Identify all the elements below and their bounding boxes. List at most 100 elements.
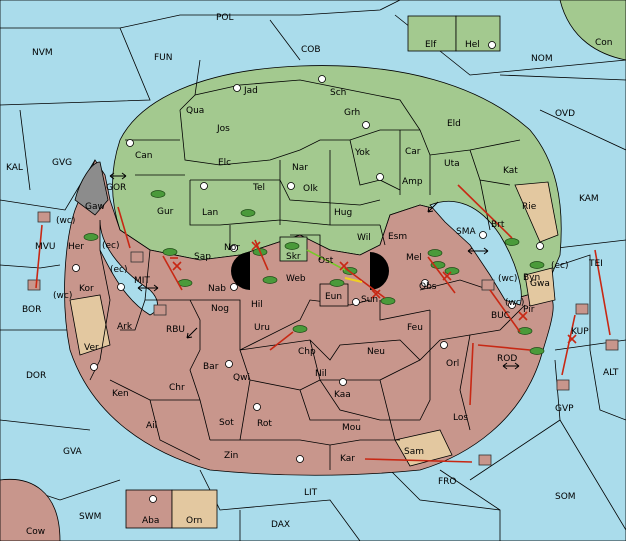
province-label: Gur bbox=[157, 207, 174, 217]
army-unit[interactable] bbox=[240, 209, 256, 217]
army-unit[interactable] bbox=[162, 248, 178, 256]
coast-tag: (wc) bbox=[53, 291, 72, 301]
army-unit[interactable] bbox=[529, 347, 545, 355]
sea-label: DOR bbox=[26, 371, 46, 381]
sea-label: SOM bbox=[555, 492, 576, 502]
fleet-unit[interactable] bbox=[575, 303, 589, 315]
province-label: Orn bbox=[186, 516, 202, 526]
army-unit[interactable] bbox=[292, 325, 308, 333]
supply-center-marker bbox=[225, 360, 233, 368]
order-arrow bbox=[269, 331, 294, 351]
fleet-unit[interactable] bbox=[37, 211, 51, 223]
supply-center-marker bbox=[440, 341, 448, 349]
order-arrow bbox=[117, 206, 131, 249]
army-unit[interactable] bbox=[517, 327, 533, 335]
supply-center-marker bbox=[230, 244, 238, 252]
province-label: Nil bbox=[315, 369, 327, 379]
order-arrow bbox=[457, 184, 513, 239]
province-orn[interactable] bbox=[171, 489, 218, 529]
province-label: Sam bbox=[404, 447, 424, 457]
province-sam[interactable] bbox=[394, 429, 453, 467]
sea-label: BOR bbox=[22, 305, 41, 315]
south-label-group: Her Kor Nab Web Eun Sun Obs Gwa Ark Nog … bbox=[68, 242, 550, 464]
province-gwa[interactable] bbox=[524, 267, 556, 307]
sea-label: KAL bbox=[6, 163, 23, 173]
province-aba[interactable] bbox=[125, 489, 173, 529]
fleet-unit[interactable] bbox=[130, 251, 144, 263]
province-label: Nor bbox=[224, 243, 240, 253]
army-unit[interactable] bbox=[427, 249, 443, 257]
province-label: Feu bbox=[407, 323, 423, 333]
coast-tag-group: (wc) (ec) (ec) (wc) (wc) (wc) (ec) bbox=[53, 216, 569, 308]
sea-label: POL bbox=[216, 13, 234, 23]
fleet-unit[interactable] bbox=[478, 454, 492, 466]
double-arrow-icon bbox=[109, 172, 127, 180]
sea-label: FUN bbox=[154, 53, 173, 63]
army-unit[interactable] bbox=[529, 261, 545, 269]
coast-tag: (wc) bbox=[498, 274, 517, 284]
province-label: Kar bbox=[340, 454, 355, 464]
province-label: Olk bbox=[303, 184, 319, 194]
province-label: Byn bbox=[523, 273, 540, 283]
internal-borders bbox=[89, 59, 526, 470]
army-unit[interactable] bbox=[504, 238, 520, 246]
province-label: Web bbox=[286, 274, 306, 284]
army-unit[interactable] bbox=[262, 276, 278, 284]
fleet-unit[interactable] bbox=[556, 379, 570, 391]
sea-label: MVU bbox=[35, 242, 56, 252]
fleet-unit[interactable] bbox=[605, 339, 619, 351]
supply-center-marker bbox=[230, 283, 238, 291]
army-unit[interactable] bbox=[83, 233, 99, 241]
army-unit[interactable] bbox=[284, 242, 300, 250]
province-label: Kat bbox=[503, 166, 518, 176]
province-label: Sun bbox=[361, 295, 378, 305]
province-gaw-grey[interactable] bbox=[74, 161, 109, 216]
order-arrow bbox=[469, 342, 474, 406]
order-arrow bbox=[477, 344, 531, 351]
supply-center-marker bbox=[126, 139, 134, 147]
province-rie[interactable] bbox=[514, 181, 559, 243]
province-label: Nab bbox=[208, 284, 226, 294]
province-label: Bar bbox=[203, 362, 219, 372]
province-label: Tel bbox=[252, 183, 265, 193]
province-label: Amp bbox=[402, 177, 423, 187]
army-unit[interactable] bbox=[380, 297, 396, 305]
supply-center-marker bbox=[488, 41, 496, 49]
sea-line-9 bbox=[0, 264, 61, 269]
order-arrow bbox=[561, 314, 576, 376]
supply-centers bbox=[72, 41, 544, 503]
fleet-unit[interactable] bbox=[153, 304, 167, 316]
province-label: Los bbox=[453, 413, 468, 423]
fleet-unit[interactable] bbox=[27, 279, 41, 291]
sea-label: NOM bbox=[531, 54, 553, 64]
province-label: Sap bbox=[194, 252, 211, 262]
province-label: Zin bbox=[224, 451, 238, 461]
province-label: Nog bbox=[211, 304, 229, 314]
province-label: Qua bbox=[186, 106, 204, 116]
province-label: Eld bbox=[447, 119, 461, 129]
sea-label-group: POL NVM FUN COB NOM KAL GVG OVD KAM SMA … bbox=[6, 13, 619, 530]
order-arrow bbox=[344, 267, 386, 299]
main-island bbox=[64, 59, 562, 476]
army-unit[interactable] bbox=[444, 267, 460, 275]
province-label: Obs bbox=[419, 282, 437, 292]
half-disc-east bbox=[370, 252, 389, 290]
supply-center-marker bbox=[479, 231, 487, 239]
fleet-unit[interactable] bbox=[481, 279, 495, 291]
double-arrow-icon bbox=[186, 327, 198, 339]
army-unit[interactable] bbox=[150, 190, 166, 198]
sea-line-21 bbox=[389, 469, 501, 511]
province-label: Aba bbox=[142, 516, 159, 526]
sea-line-6 bbox=[539, 109, 626, 151]
province-ver[interactable] bbox=[69, 294, 111, 356]
province-label: Hug bbox=[334, 208, 352, 218]
grey-fleets bbox=[27, 211, 619, 466]
sea-label: GVP bbox=[555, 404, 574, 414]
supply-center-marker bbox=[72, 264, 80, 272]
corner-label-group: Elf Hel Con Aba Orn Cow bbox=[26, 38, 613, 537]
province-label: Ail bbox=[146, 421, 157, 431]
army-unit[interactable] bbox=[329, 279, 345, 287]
sea-label: DAX bbox=[271, 520, 290, 530]
province-elf[interactable] bbox=[407, 15, 457, 52]
sea-label: BUC bbox=[491, 311, 510, 321]
